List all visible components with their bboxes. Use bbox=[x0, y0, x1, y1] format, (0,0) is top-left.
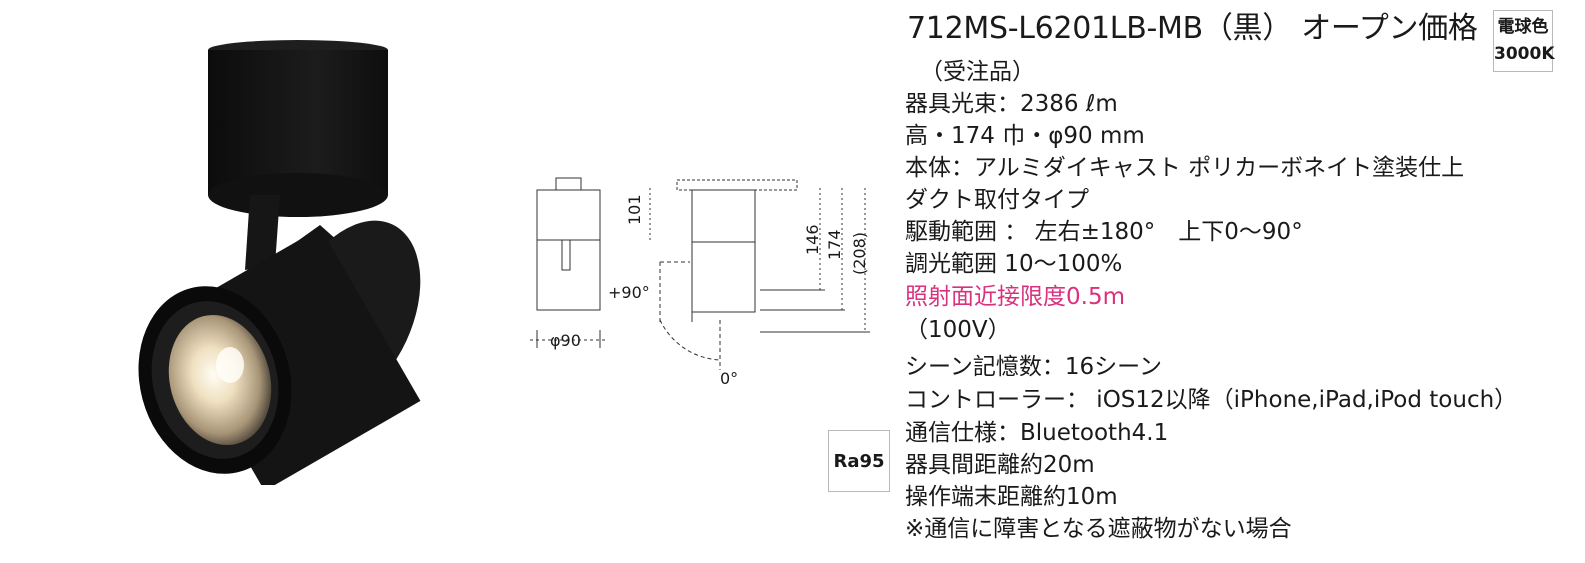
spec-communication: 通信仕様：Bluetooth4.1 bbox=[905, 420, 1169, 446]
spec-controller: コントローラー： iOS12以降（iPhone,iPad,iPod touch） bbox=[905, 387, 1518, 413]
warning-min-distance: 照射面近接限度0.5m bbox=[905, 284, 1125, 310]
spec-dimensions: 高・174 巾・φ90 mm bbox=[905, 123, 1145, 149]
dim-phi90: φ90 bbox=[550, 331, 581, 350]
spec-voltage: （100V） bbox=[905, 317, 1011, 343]
spec-luminous-flux: 器具光束：2386 ℓm bbox=[905, 91, 1118, 117]
dimension-drawing: 101 146 174 (208) +90° 0° φ90 bbox=[530, 177, 870, 388]
angle-plus90: +90° bbox=[608, 283, 650, 302]
product-photo bbox=[138, 40, 421, 485]
angle-0: 0° bbox=[720, 369, 738, 388]
front-view-lower bbox=[536, 239, 601, 311]
spec-dimming-range: 調光範囲 10～100% bbox=[905, 251, 1123, 277]
dim-208: (208) bbox=[850, 232, 869, 275]
spec-terminal-distance: 操作端末距離約10m bbox=[905, 484, 1118, 510]
color-temp-value: 3000K bbox=[1494, 44, 1555, 64]
dim-146: 146 bbox=[803, 224, 822, 255]
ra-badge: Ra95 bbox=[828, 430, 890, 492]
front-view-upper bbox=[536, 189, 601, 241]
spec-rotation-range: 駆動範囲 ： 左右±180° 上下0～90° bbox=[905, 219, 1303, 245]
product-title: 712MS-L6201LB-MB（黒） オープン価格 bbox=[907, 11, 1478, 46]
spec-obstruction-note: ※通信に障害となる遮蔽物がない場合 bbox=[905, 516, 1292, 542]
color-temp-label: 電球色 bbox=[1497, 17, 1549, 37]
spec-material: 本体：アルミダイキャスト ポリカーボネイト塗装仕上 bbox=[905, 155, 1465, 181]
spec-scene-memory: シーン記憶数：16シーン bbox=[905, 354, 1162, 380]
color-temp-badge: 電球色 3000K bbox=[1493, 10, 1555, 72]
dim-174: 174 bbox=[825, 229, 844, 260]
spec-mount-type: ダクト取付タイプ bbox=[905, 187, 1089, 213]
dim-101: 101 bbox=[625, 194, 644, 225]
order-note: （受注品） bbox=[920, 59, 1035, 85]
spec-fixture-distance: 器具間距離約20m bbox=[905, 452, 1095, 478]
